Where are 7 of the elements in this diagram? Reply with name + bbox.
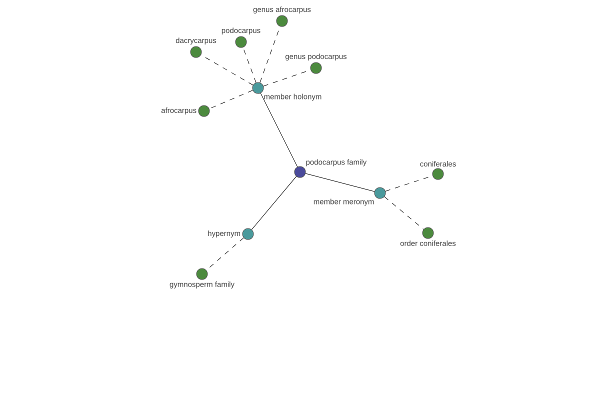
connector-line <box>384 196 424 230</box>
connector-line <box>251 176 297 230</box>
connector-line <box>305 173 375 192</box>
connector-line <box>209 90 253 109</box>
connector-line <box>242 47 256 83</box>
connector-line <box>260 92 298 168</box>
connector-line <box>200 54 254 86</box>
